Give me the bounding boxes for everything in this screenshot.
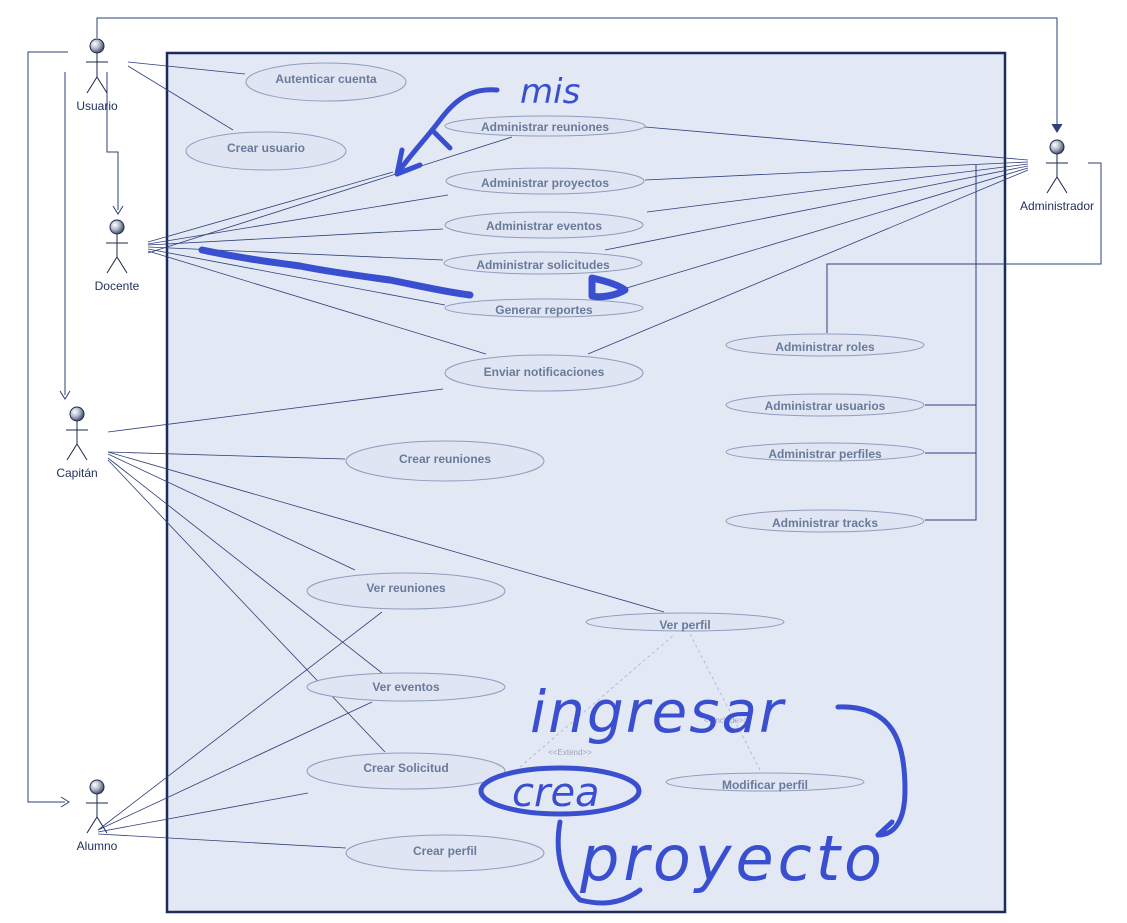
association-lines [97, 61, 1029, 849]
use-case-crear-reuniones[interactable]: Crear reuniones [345, 440, 545, 482]
use-case-crear-perfil[interactable]: Crear perfil [345, 834, 545, 872]
use-case-autenticar-cuenta[interactable]: Autenticar cuenta [245, 62, 407, 102]
extend-stereotype: <<Extend>> [548, 748, 592, 757]
actor-alumno[interactable]: Alumno [77, 779, 118, 853]
actor-icon [106, 219, 128, 274]
use-case-label: Crear perfil [413, 844, 477, 858]
use-case-label: Crear Solicitud [363, 761, 448, 775]
use-case-label: Administrar eventos [486, 219, 602, 233]
handwritten-scribble-line [198, 246, 474, 299]
use-case-label: Administrar solicitudes [476, 258, 610, 272]
use-case-label: Administrar perfiles [768, 447, 882, 461]
use-case-label: Crear reuniones [399, 452, 491, 466]
generalization-lines [27, 17, 1102, 808]
use-case-label: Administrar usuarios [765, 399, 886, 413]
actor-icon [86, 779, 108, 834]
handwritten-circle [478, 765, 642, 817]
actor-icon [1046, 139, 1068, 194]
actor-label: Usuario [76, 99, 118, 113]
use-case-label: Modificar perfil [722, 778, 808, 792]
actor-icon [66, 406, 88, 461]
use-case-label: Autenticar cuenta [275, 72, 377, 86]
handwritten-ingresar: ingresar [530, 678, 786, 746]
use-case-ver-perfil[interactable]: Ver perfil [585, 612, 785, 632]
use-case-enviar-notificaciones[interactable]: Enviar notificaciones [444, 354, 644, 392]
actor-usuario[interactable]: Usuario [76, 38, 118, 113]
use-case-crear-solicitud[interactable]: Crear Solicitud [306, 752, 506, 790]
actor-administrador[interactable]: Administrador [1020, 139, 1094, 213]
use-case-label: Ver eventos [372, 680, 440, 694]
handwritten-arrow-mis [394, 87, 500, 177]
use-case-label: Generar reportes [495, 303, 593, 317]
handwritten-mis: mis [520, 72, 580, 112]
use-case-administrar-reuniones[interactable]: Administrar reuniones [444, 115, 646, 137]
actor-label: Administrador [1020, 199, 1094, 213]
use-case-label: Administrar reuniones [481, 120, 609, 134]
use-case-administrar-tracks[interactable]: Administrar tracks [725, 509, 925, 533]
use-case-administrar-roles[interactable]: Administrar roles [725, 333, 925, 357]
use-case-label: Ver reuniones [366, 581, 446, 595]
use-case-ver-eventos[interactable]: Ver eventos [306, 672, 506, 702]
use-case-crear-usuario[interactable]: Crear usuario [185, 131, 347, 171]
actor-capitan[interactable]: Capitán [56, 406, 98, 480]
use-case-ver-reuniones[interactable]: Ver reuniones [306, 572, 506, 610]
use-case-modificar-perfil[interactable]: Modificar perfil [665, 772, 865, 792]
use-case-administrar-proyectos[interactable]: Administrar proyectos [445, 167, 645, 195]
use-case-label: Administrar roles [775, 340, 875, 354]
handwritten-annotations [198, 87, 908, 906]
handwritten-scribble-blob [588, 274, 629, 301]
use-case-label: Administrar tracks [772, 516, 878, 530]
actor-label: Docente [95, 279, 140, 293]
handwritten-crea: crea [512, 770, 600, 816]
actor-label: Alumno [77, 839, 118, 853]
dependency-lines [519, 633, 761, 771]
use-case-administrar-perfiles[interactable]: Administrar perfiles [725, 442, 925, 462]
handwritten-underline [555, 819, 643, 906]
use-case-administrar-eventos[interactable]: Administrar eventos [444, 211, 644, 239]
use-case-label: Ver perfil [659, 618, 710, 632]
use-case-administrar-usuarios[interactable]: Administrar usuarios [725, 393, 925, 417]
actor-icon [86, 38, 108, 94]
include-stereotype: <<Include>> [704, 716, 749, 725]
use-case-administrar-solicitudes[interactable]: Administrar solicitudes [443, 251, 643, 275]
use-case-label: Crear usuario [227, 141, 305, 155]
use-case-generar-reportes[interactable]: Generar reportes [444, 298, 644, 318]
use-cases: Autenticar cuenta Crear usuario Administ… [185, 62, 925, 872]
actor-label: Capitán [56, 466, 97, 480]
use-case-label: Administrar proyectos [481, 176, 609, 190]
actor-docente[interactable]: Docente [95, 219, 140, 293]
use-case-label: Enviar notificaciones [484, 365, 605, 379]
handwritten-proyecto: proyecto [579, 822, 886, 895]
handwritten-curved-arrow [835, 704, 908, 838]
